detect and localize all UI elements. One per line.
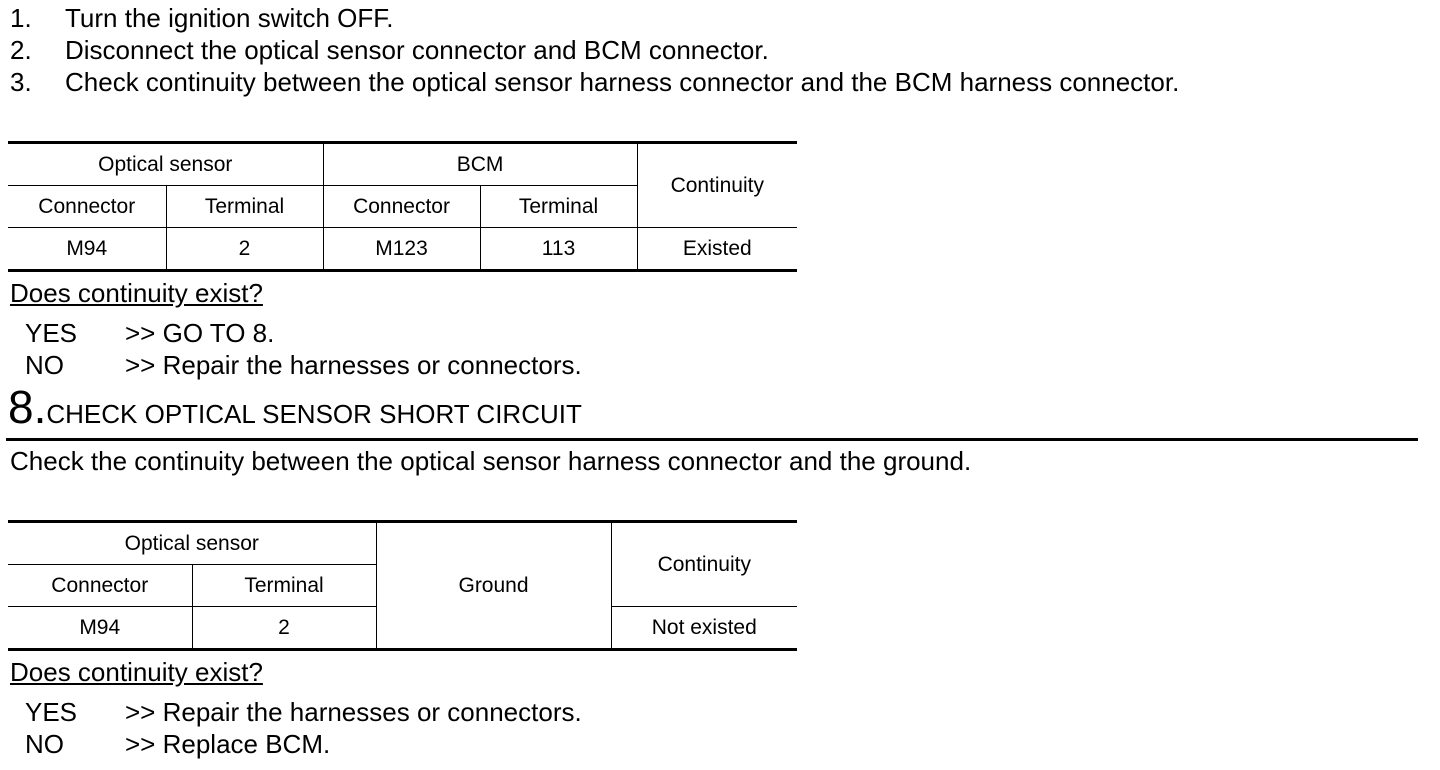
step-1: 1. Turn the ignition switch OFF. <box>10 3 394 33</box>
cell-continuity: Existed <box>636 227 798 272</box>
answer-text: >> Repair the harnesses or connectors. <box>125 697 582 727</box>
header-continuity: Continuity <box>610 520 798 607</box>
answer-no: NO >> Replace BCM. <box>25 729 330 760</box>
section-title: CHECK OPTICAL SENSOR SHORT CIRCUIT <box>46 399 582 429</box>
header-connector: Connector <box>8 185 167 228</box>
answer-text: >> GO TO 8. <box>125 318 275 348</box>
answer-text: >> Replace BCM. <box>125 729 331 759</box>
step-number: 2. <box>10 35 32 65</box>
header-bcm: BCM <box>322 141 638 186</box>
table-row: M94 2 M123 113 Existed <box>8 227 798 272</box>
section-instruction: Check the continuity between the optical… <box>10 446 972 476</box>
header-optical-sensor: Optical sensor <box>8 141 324 186</box>
table-row: M94 2 Not existed <box>8 606 798 651</box>
section-divider <box>6 438 1418 441</box>
step-text: Turn the ignition switch OFF. <box>65 3 394 33</box>
step-number: 3. <box>10 67 32 97</box>
step-2: 2. Disconnect the optical sensor connecto… <box>10 35 769 65</box>
cell-bcm-terminal: 113 <box>479 227 638 272</box>
cell-continuity: Not existed <box>610 606 798 651</box>
answer-yes: YES >> GO TO 8. <box>25 318 274 349</box>
step-text: Check continuity between the optical sen… <box>65 67 1180 97</box>
cell-os-terminal: 2 <box>165 227 324 272</box>
question-1: Does continuity exist? <box>10 278 263 308</box>
header-terminal: Terminal <box>191 564 377 607</box>
header-connector: Connector <box>322 185 481 228</box>
answer-text: >> Repair the harnesses or connectors. <box>125 350 582 380</box>
cell-os-connector: M94 <box>8 227 167 272</box>
step-3: 3. Check continuity between the optical s… <box>10 67 1179 97</box>
question-2: Does continuity exist? <box>10 657 263 687</box>
header-terminal: Terminal <box>165 185 324 228</box>
section-number: 8. <box>8 381 47 433</box>
cell-os-connector: M94 <box>8 606 193 651</box>
continuity-table-ground: Optical sensor Ground Continuity Connect… <box>8 520 798 651</box>
section-heading: 8.CHECK OPTICAL SENSOR SHORT CIRCUIT <box>8 380 582 434</box>
header-optical-sensor: Optical sensor <box>8 520 377 565</box>
answer-no: NO >> Repair the harnesses or connectors. <box>25 350 582 381</box>
answer-key: YES <box>25 697 78 727</box>
header-continuity: Continuity <box>636 141 798 228</box>
header-ground: Ground <box>375 520 612 651</box>
step-text: Disconnect the optical sensor connector … <box>65 35 769 65</box>
cell-bcm-connector: M123 <box>322 227 481 272</box>
step-number: 1. <box>10 3 32 33</box>
answer-key: YES <box>25 318 78 348</box>
header-terminal: Terminal <box>479 185 638 228</box>
cell-os-terminal: 2 <box>191 606 377 651</box>
continuity-table-bcm: Optical sensor BCM Continuity Connector … <box>8 141 798 272</box>
header-connector: Connector <box>8 564 193 607</box>
answer-key: NO <box>25 350 64 380</box>
answer-key: NO <box>25 729 64 759</box>
answer-yes: YES >> Repair the harnesses or connectors… <box>25 697 582 728</box>
